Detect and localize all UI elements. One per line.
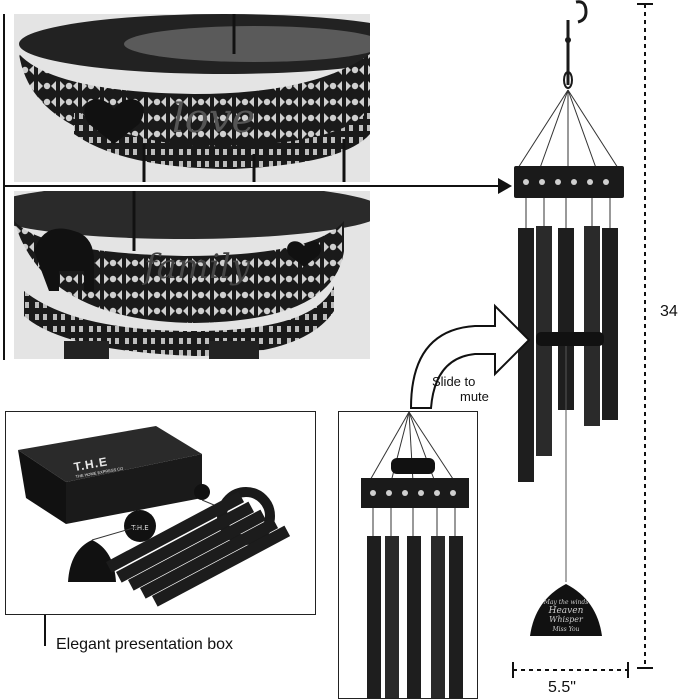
muted-chime-illustration — [361, 412, 469, 698]
svg-text:Whisper: Whisper — [549, 615, 584, 624]
svg-text:T.H.E: T.H.E — [130, 524, 148, 532]
love-engraving: love — [172, 96, 256, 142]
family-engraving: family — [144, 247, 251, 287]
slide-arrow-icon — [409, 303, 531, 409]
width-dimension-label: 5.5" — [548, 679, 576, 696]
slide-to-mute-label-line1: Slide to — [432, 374, 476, 389]
box-caption: Elegant presentation box — [56, 636, 234, 653]
svg-text:May the winds: May the winds — [543, 599, 589, 606]
muted-chime-inset — [338, 411, 478, 699]
chime-pipe — [518, 228, 534, 482]
slide-to-mute-label-line2: mute — [460, 389, 489, 404]
chime-pipe — [558, 228, 574, 410]
svg-text:Heaven: Heaven — [548, 606, 584, 616]
family-ring-illustration — [14, 191, 370, 359]
svg-text:Miss You: Miss You — [551, 626, 579, 633]
chime-pipe — [602, 228, 618, 420]
presentation-box-inset: T.H.E T.H.E THE HOME EXPRESS CO — [5, 411, 316, 615]
chime-pipe — [584, 226, 600, 426]
love-ring-photo: love — [14, 14, 370, 182]
striker — [536, 332, 604, 346]
presentation-box-illustration: T.H.E — [18, 426, 291, 607]
love-ring-illustration — [19, 14, 370, 182]
height-dimension-label: 34 — [660, 303, 678, 320]
wind-sail — [530, 584, 602, 636]
family-ring-photo: family — [14, 191, 370, 359]
wind-chime-full: May the winds Heaven Whisper Miss You — [514, 0, 624, 636]
